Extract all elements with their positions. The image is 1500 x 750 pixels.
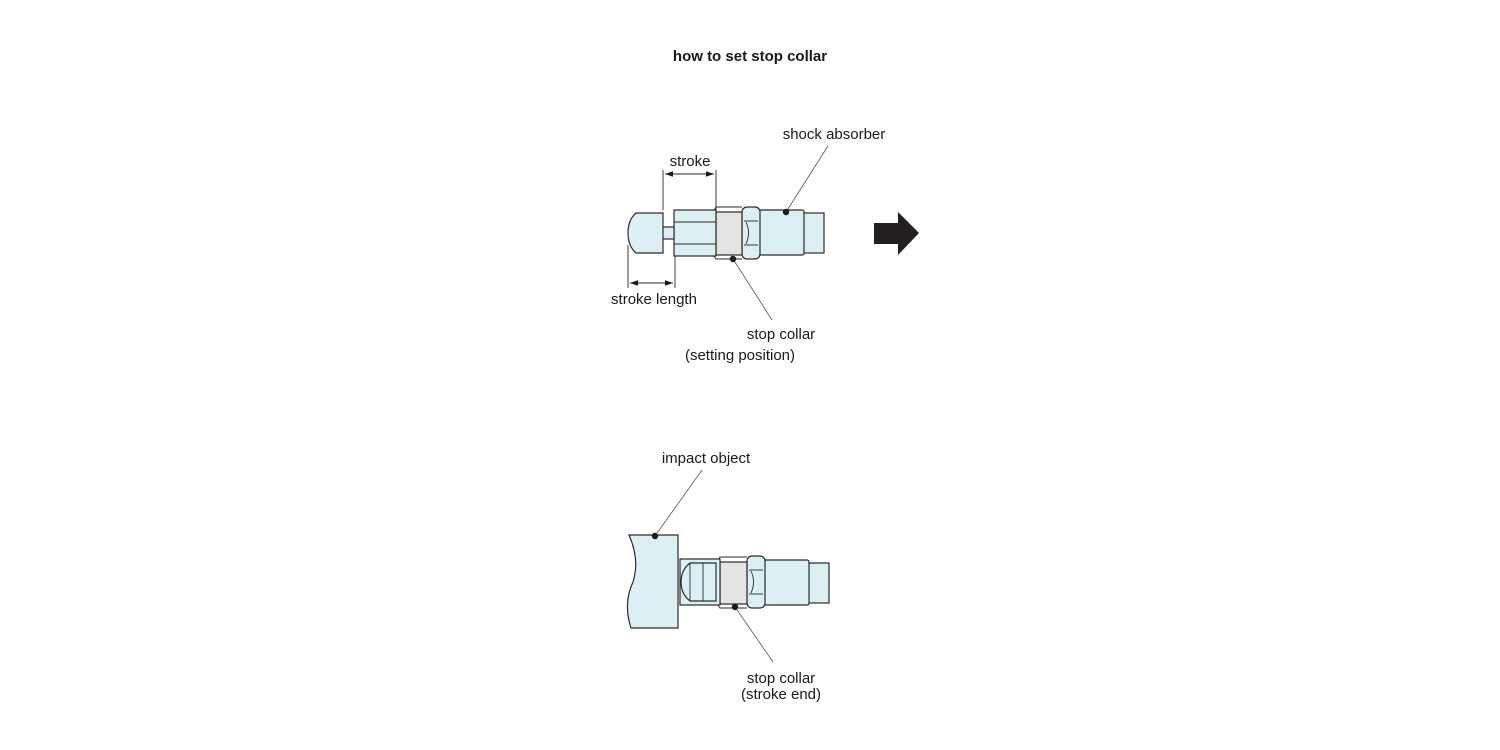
diagram-title: how to set stop collar (673, 48, 827, 65)
shock-absorber-setting-assembly (627, 145, 829, 321)
stroke-length-label: stroke length (611, 291, 697, 308)
stop-collar-setting-label: stop collar (747, 326, 815, 343)
impact-object (626, 534, 679, 629)
absorber-body-bottom (762, 559, 810, 606)
shock-absorber-leader-dot (782, 208, 790, 216)
piston-head-bottom (680, 562, 717, 602)
stroke-label: stroke (670, 153, 711, 170)
stop-collar-end-leader-dot (731, 603, 739, 611)
stop-collar-end-label: stop collar (747, 670, 815, 687)
absorber-body (757, 209, 805, 256)
right-arrow-icon (874, 212, 919, 255)
front-sleeve (673, 209, 717, 257)
hex-nut-bottom (746, 555, 766, 609)
piston-rod (661, 226, 675, 240)
piston-head (627, 212, 664, 254)
stop-collar-bottom (719, 561, 748, 605)
impact-object-label: impact object (662, 450, 751, 467)
hex-nut (741, 206, 761, 260)
setting-position-label: (setting position) (685, 347, 795, 364)
shock-absorber-stroke-end-assembly (626, 469, 830, 663)
stop-collar (715, 211, 743, 256)
impact-object-leader-dot (651, 532, 659, 540)
stroke-end-label: (stroke end) (741, 686, 821, 703)
stop-collar-leader-dot (729, 255, 737, 263)
shock-absorber-label: shock absorber (783, 126, 886, 143)
